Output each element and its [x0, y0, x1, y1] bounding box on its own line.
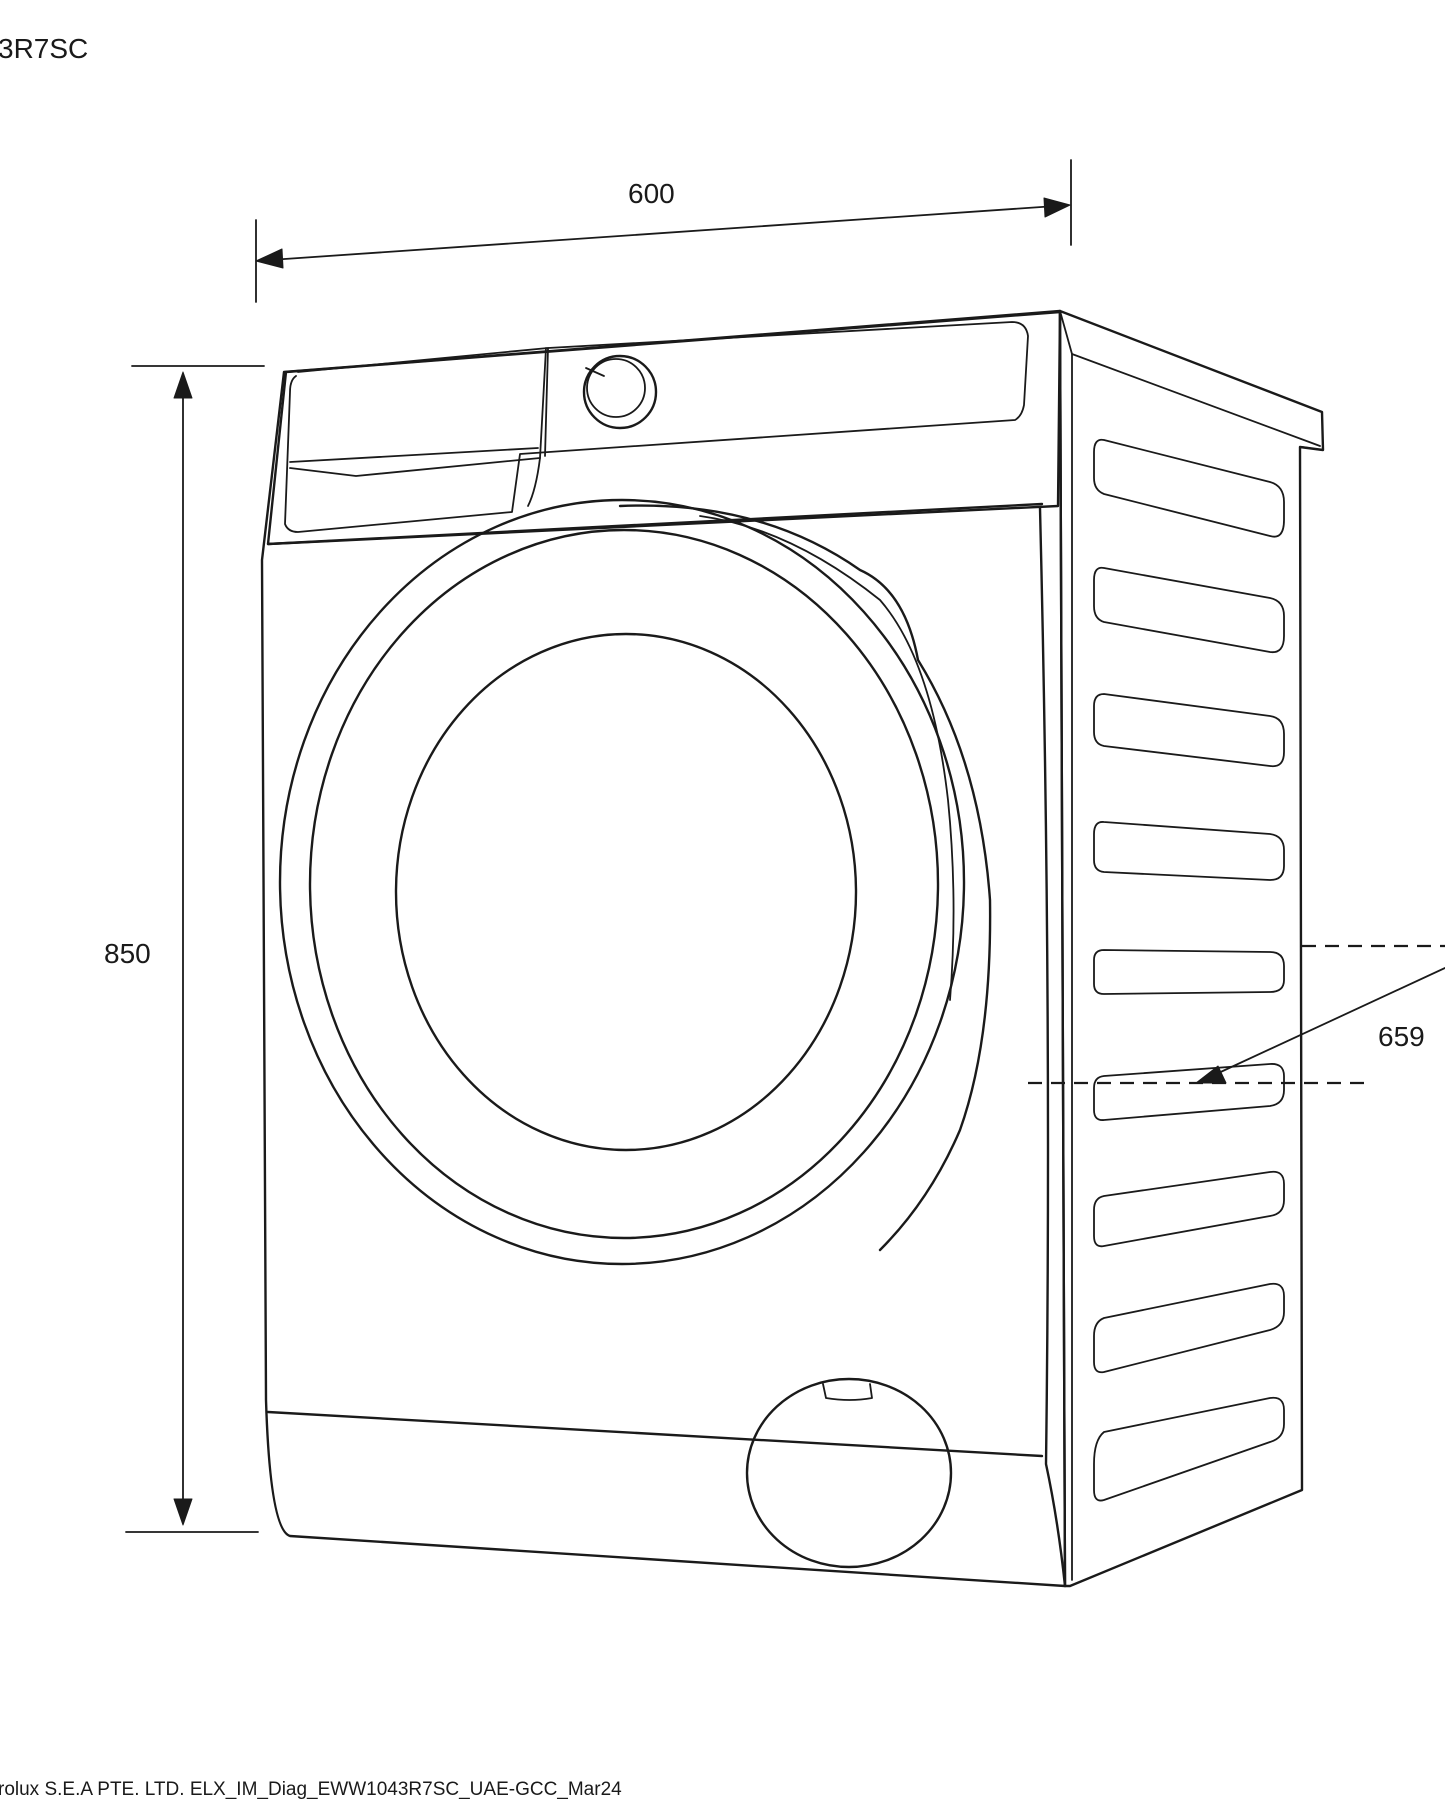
height-arrowhead-top	[173, 371, 193, 399]
control-panel-inner	[284, 321, 1029, 533]
filter-hatch-cover	[745, 1377, 953, 1569]
door-bezel-inner-ridge	[699, 515, 955, 1001]
side-vent-slot-3	[1093, 693, 1285, 768]
top-cover-edge	[1059, 310, 1073, 1581]
door-middle-ring	[308, 528, 940, 1240]
side-vent-slot-8	[1093, 1282, 1285, 1374]
side-vent-slot-2	[1093, 566, 1285, 654]
depth-label: 659	[1378, 1021, 1425, 1052]
depth-arrowhead	[1195, 1065, 1227, 1084]
door-hinge-bulge	[618, 504, 992, 1252]
model-code-fragment: 3R7SC	[0, 33, 88, 64]
width-dimension: 600	[255, 159, 1072, 303]
depth-dimension-line	[1211, 967, 1445, 1077]
top-cover-rear	[1301, 446, 1323, 451]
panel-bottom-edge	[266, 502, 1044, 546]
drawer-shadow-line	[289, 447, 539, 463]
side-vent-slot-5	[1093, 949, 1285, 995]
detergent-drawer-handle	[527, 457, 541, 507]
side-vent-slot-7	[1093, 1170, 1285, 1248]
side-vent-slot-4	[1093, 821, 1285, 881]
kickplate-line	[266, 1410, 1044, 1458]
side-vent-slot-1	[1093, 438, 1285, 538]
width-arrowhead-left	[255, 248, 284, 269]
control-panel-band	[266, 310, 1062, 546]
height-dimension: 850	[104, 365, 265, 1533]
detergent-drawer	[289, 347, 547, 477]
top-cover-lip	[1071, 353, 1321, 447]
side-vent-slot-6	[1093, 1063, 1285, 1121]
width-label: 600	[628, 178, 675, 209]
filter-hatch	[745, 1377, 953, 1569]
depth-dimension: 659	[1028, 944, 1445, 1085]
height-arrowhead-bottom	[173, 1498, 193, 1526]
width-dimension-line	[269, 205, 1057, 261]
door-glass	[394, 632, 858, 1152]
drawer-divider	[544, 347, 549, 457]
height-label: 850	[104, 938, 151, 969]
door-outer-ring	[278, 498, 966, 1266]
program-knob	[582, 354, 658, 430]
front-right-edge	[1038, 506, 1067, 1588]
filter-hatch-tab	[822, 1383, 873, 1401]
program-knob-indicator	[585, 367, 605, 377]
side-vent-slot-9	[1093, 1396, 1285, 1502]
footer-credit: rolux S.E.A PTE. LTD. ELX_IM_Diag_EWW104…	[0, 1779, 622, 1800]
program-knob-inner	[586, 358, 646, 418]
side-panel	[1058, 309, 1325, 1588]
side-panel-outline	[1058, 309, 1325, 1588]
door-assembly	[278, 498, 992, 1266]
width-arrowhead-right	[1043, 197, 1071, 218]
